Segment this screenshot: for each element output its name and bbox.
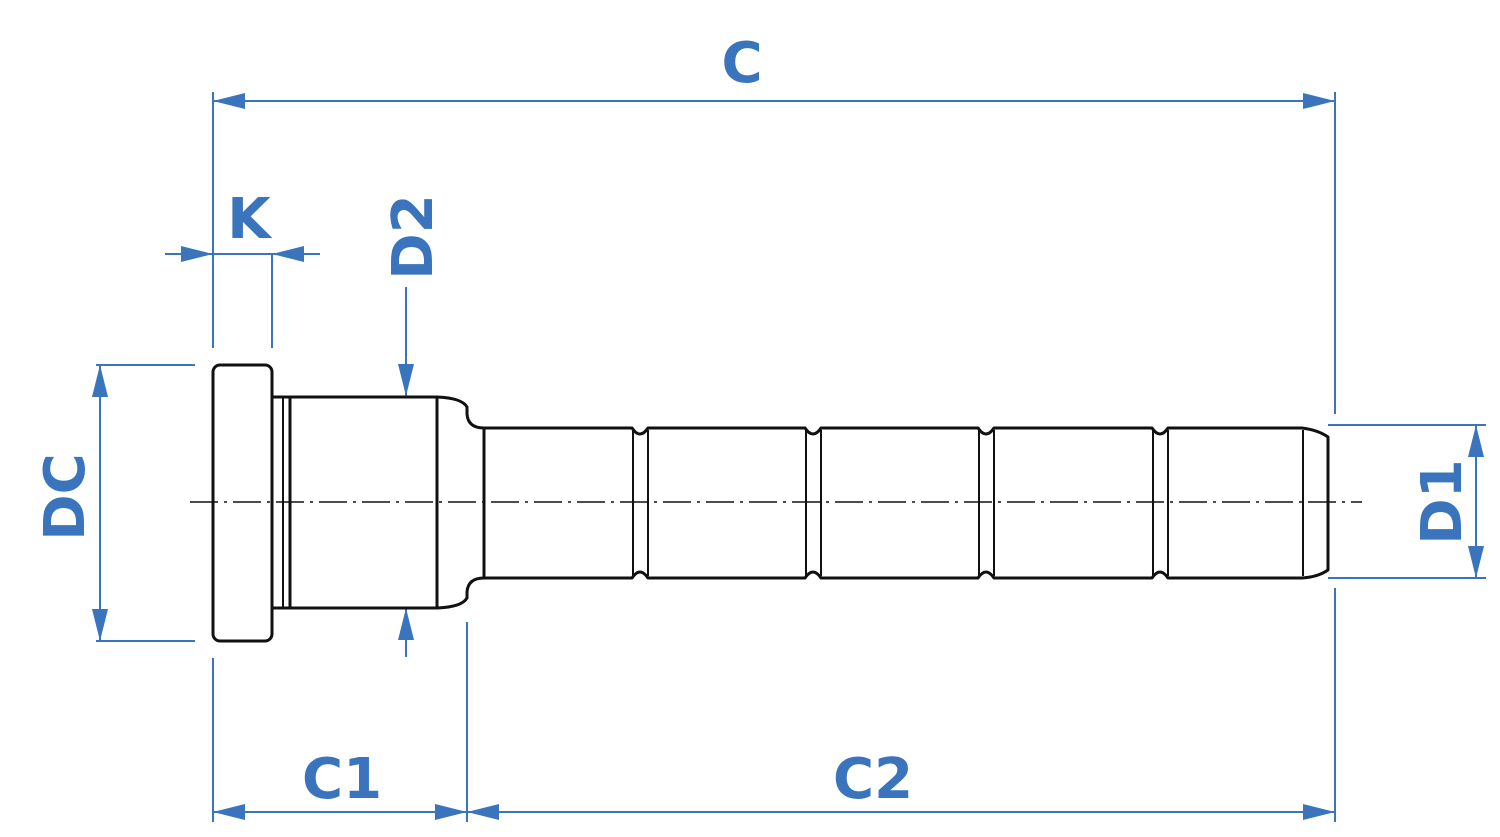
arrow-left-icon (467, 804, 499, 820)
arrow-down-icon (398, 364, 414, 396)
dimension-c2: C2 (467, 747, 1335, 820)
label-d2: D2 (381, 194, 446, 279)
label-c1: C1 (302, 747, 382, 812)
arrow-right-icon (1303, 93, 1335, 109)
arrow-down-icon (92, 609, 108, 641)
label-c2: C2 (833, 747, 913, 812)
shank (471, 426, 1330, 580)
label-d1: D1 (1410, 459, 1475, 544)
dimension-c1: C1 (213, 747, 467, 820)
dimension-d2: D2 (381, 194, 446, 657)
arrow-left-icon (272, 246, 304, 262)
label-k: K (227, 187, 273, 252)
label-c: C (721, 31, 762, 96)
arrow-up-icon (92, 365, 108, 397)
dimension-dc: DC (33, 365, 108, 641)
arrow-up-icon (1468, 425, 1484, 457)
part-outline (190, 363, 1362, 643)
label-dc: DC (33, 453, 98, 541)
arrow-left-icon (213, 804, 245, 820)
arrow-right-icon (181, 246, 213, 262)
dimension-d1: D1 (1410, 425, 1484, 578)
head (211, 363, 274, 643)
arrow-left-icon (213, 93, 245, 109)
dimension-c: C (213, 31, 1335, 109)
arrow-up-icon (398, 608, 414, 640)
dimension-k: K (165, 187, 320, 262)
arrow-right-icon (1303, 804, 1335, 820)
extension-lines (96, 92, 1486, 822)
arrow-right-icon (435, 804, 467, 820)
arrow-down-icon (1468, 546, 1484, 578)
